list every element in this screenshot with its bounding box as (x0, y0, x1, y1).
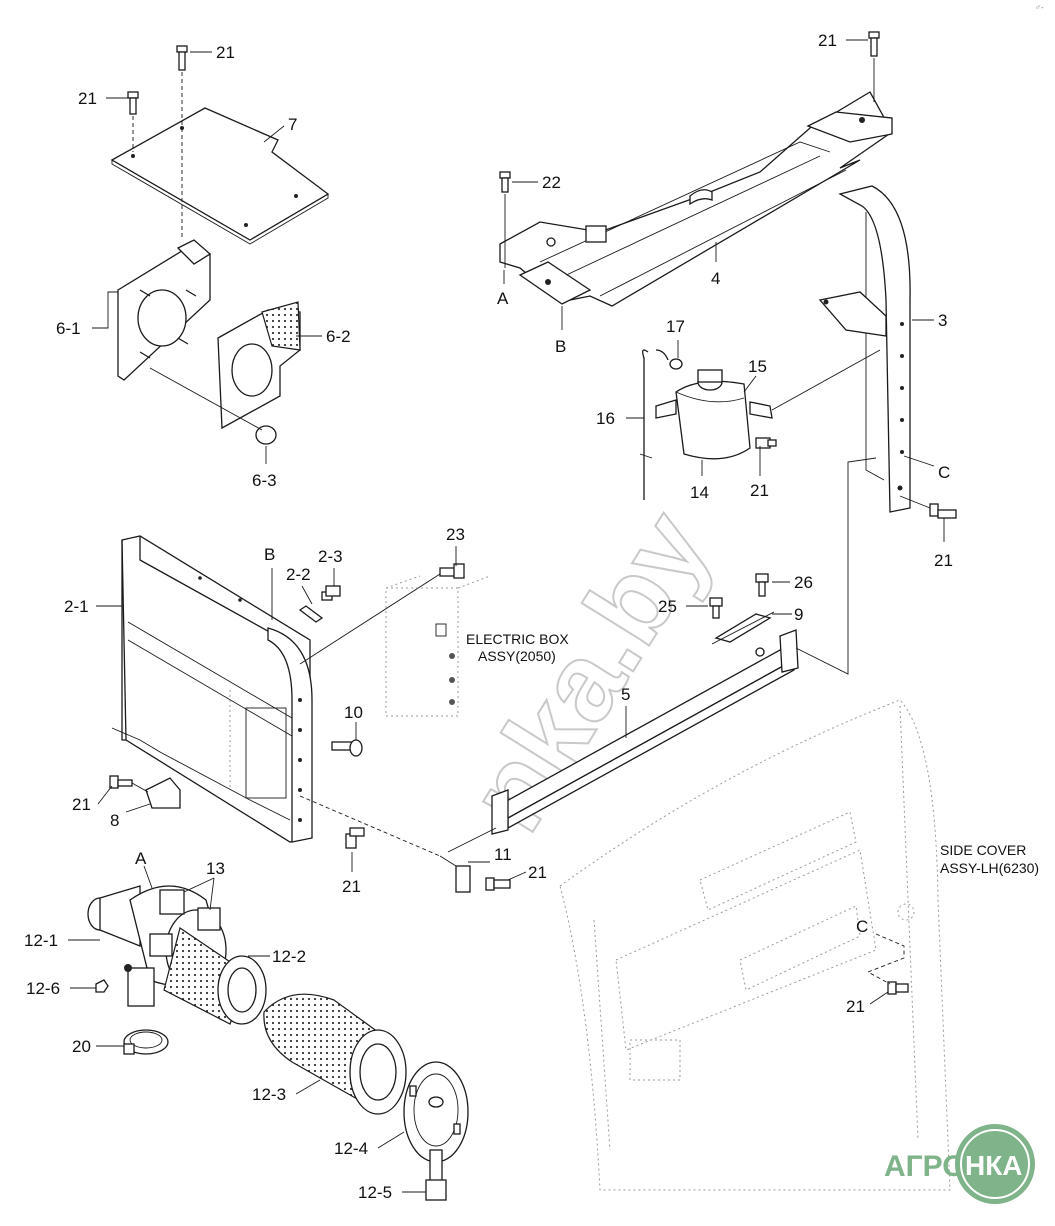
frame-2-1 (111, 535, 313, 843)
callout-21-top-left: 21 (216, 43, 235, 62)
callout-2-1: 2-1 (64, 597, 89, 616)
nut-12-6 (95, 979, 109, 993)
electric-box-note-line2: ASSY(2050) (478, 648, 556, 664)
lever-9 (711, 611, 775, 645)
hose-16 (639, 349, 669, 500)
corner-mark: ♂- (1035, 3, 1044, 12)
notes: ELECTRIC BOX ASSY(2050) SIDE COVER ASSY-… (466, 631, 1039, 876)
callout-b-frame: B (264, 545, 275, 564)
bracket-6-1 (117, 239, 212, 381)
reserve-tank-15 (655, 349, 881, 460)
callout-6-1: 6-1 (56, 319, 81, 338)
bolt-21-plate-a (176, 45, 188, 240)
cap-17 (669, 358, 683, 370)
callout-25: 25 (658, 597, 677, 616)
callout-17: 17 (666, 317, 685, 336)
callout-21-frame-left: 21 (72, 795, 91, 814)
brand-circle (955, 1124, 1035, 1204)
callout-5: 5 (621, 685, 630, 704)
callout-15: 15 (748, 357, 767, 376)
callout-20: 20 (72, 1037, 91, 1056)
end-cap-12-4 (403, 1061, 469, 1163)
filter-element-12-2 (163, 927, 267, 1025)
callout-3: 3 (938, 311, 947, 330)
bolt-26 (755, 573, 769, 597)
bolt-21-cover (866, 933, 909, 995)
callout-16: 16 (596, 409, 615, 428)
callout-21-tank: 21 (750, 481, 769, 500)
callout-4: 4 (711, 269, 720, 288)
bolt-22 (499, 171, 511, 268)
brand-text-left: АГРО (884, 1150, 966, 1183)
bolt-2-3 (321, 585, 341, 601)
connector-lines (447, 457, 877, 853)
callout-12-3: 12-3 (252, 1085, 286, 1104)
callout-12-6: 12-6 (26, 979, 60, 998)
callout-a-filter: A (135, 849, 147, 868)
callout-2-2: 2-2 (286, 565, 311, 584)
callout-12-1: 12-1 (24, 931, 58, 950)
callout-22: 22 (542, 173, 561, 192)
bracket-8 (145, 777, 181, 809)
brand-logo: АГРО НКА (884, 1124, 1035, 1204)
bracket-6-2 (217, 301, 301, 430)
callout-9: 9 (794, 605, 803, 624)
callout-23: 23 (446, 525, 465, 544)
callout-12-2: 12-2 (272, 947, 306, 966)
callout-21-frame-bottom: 21 (342, 877, 361, 896)
callout-8: 8 (110, 811, 119, 830)
clip-11 (439, 855, 471, 893)
bolt-25 (709, 597, 723, 619)
callout-b-top: B (555, 337, 566, 356)
callout-26: 26 (794, 573, 813, 592)
callout-21-left: 21 (78, 89, 97, 108)
bolt-21-frame-bottom (299, 795, 441, 857)
filter-element-12-3 (263, 993, 407, 1115)
bar-5 (491, 629, 799, 835)
valve-12-5 (425, 1149, 447, 1201)
callout-c-cover: C (856, 917, 868, 936)
clip-2-2 (298, 605, 324, 623)
clamp-20 (123, 1029, 169, 1055)
callout-12-4: 12-4 (334, 1139, 368, 1158)
bolt-23 (299, 563, 465, 665)
callout-21-c11: 21 (528, 863, 547, 882)
rail-4 (499, 91, 893, 307)
callout-21-top-right: 21 (818, 31, 837, 50)
bolt-21-c11 (485, 877, 511, 891)
callout-12-5: 12-5 (358, 1183, 392, 1202)
side-cover-note-line1: SIDE COVER (940, 842, 1026, 858)
callout-21-bracket: 21 (934, 551, 953, 570)
bolt-21-plate-b (127, 91, 139, 152)
electric-box-ghost (385, 575, 491, 717)
callout-6-3: 6-3 (252, 471, 277, 490)
callout-21-cover: 21 (846, 997, 865, 1016)
callout-labels: 21 21 7 6-1 6-2 6-3 21 22 4 A B 3 17 15 … (24, 31, 953, 1202)
plug-6-3 (149, 367, 277, 445)
bracket-3 (818, 185, 911, 513)
callout-a-top: A (497, 289, 509, 308)
side-cover-ghost (559, 699, 951, 1191)
brand-text-right: НКА (965, 1150, 1023, 1181)
callout-11: 11 (494, 845, 512, 864)
callout-c-bracket: C (938, 463, 950, 482)
side-cover-note-line2: ASSY-LH(6230) (940, 860, 1039, 876)
callout-2-3: 2-3 (318, 547, 343, 566)
callout-7: 7 (288, 115, 297, 134)
callout-14: 14 (690, 483, 709, 502)
electric-box-note-line1: ELECTRIC BOX (466, 631, 569, 647)
bolt-21-bracket (899, 495, 957, 519)
bolt-21-frame-left (109, 775, 149, 793)
callout-13: 13 (206, 859, 225, 878)
callout-6-2: 6-2 (326, 327, 351, 346)
leader-lines (68, 39, 945, 1193)
callout-10: 10 (344, 703, 363, 722)
bolt-21-rail (868, 31, 880, 102)
watermark-text: nka.by (445, 490, 734, 851)
bolt-10 (331, 739, 363, 757)
